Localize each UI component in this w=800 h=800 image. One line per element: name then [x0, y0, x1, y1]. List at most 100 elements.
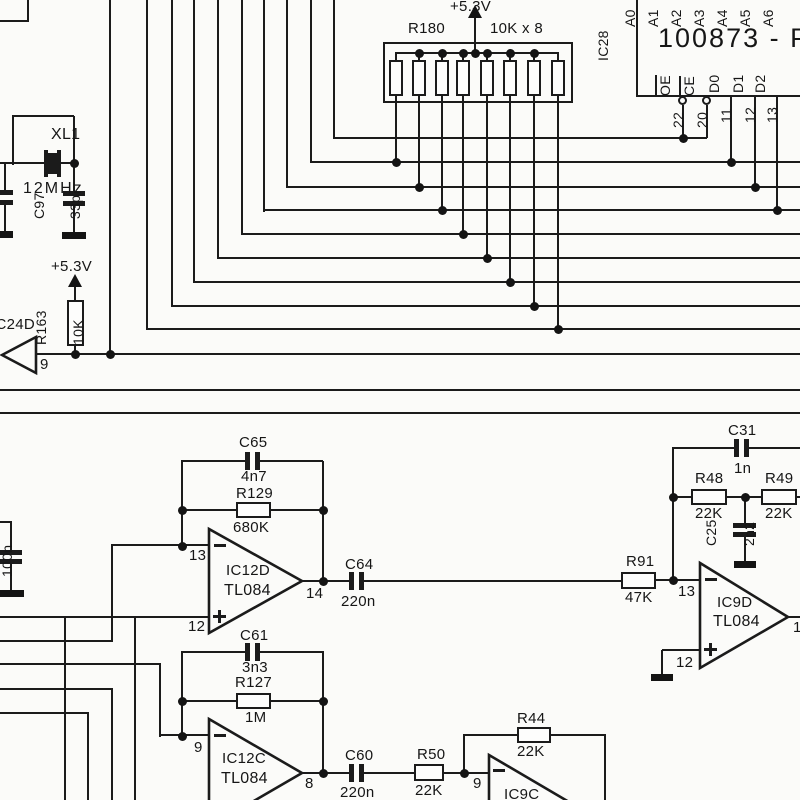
wire [0, 559, 22, 564]
wire [322, 651, 324, 774]
wire [733, 523, 756, 528]
r127-ref: R127 [235, 674, 273, 691]
junction-dot [741, 493, 750, 502]
wire [709, 643, 712, 656]
wire [0, 412, 800, 414]
ic28-pin-d0: D0 [706, 74, 722, 94]
ic28-pinnum-12: 12 [742, 106, 758, 123]
wire [73, 164, 75, 192]
c25-ref: C25 [703, 519, 719, 546]
wire [441, 54, 443, 62]
ic28-pin-a1: A1 [645, 9, 661, 27]
junction-dot [530, 49, 539, 58]
junction-dot [319, 577, 328, 586]
xtal-ref: XL1 [51, 126, 81, 143]
r129-value: 680K [233, 519, 270, 536]
wire [0, 616, 209, 618]
r91-ref: R91 [626, 553, 655, 570]
junction-dot [679, 134, 688, 143]
r163-resistor [67, 300, 84, 346]
junction-dot [483, 49, 492, 58]
wire [10, 564, 12, 592]
ic12c-inverting-mark [214, 734, 226, 737]
c61-capacitor [245, 643, 250, 661]
ic28-pinnum-20: 20 [694, 111, 710, 128]
c65-capacitor [245, 452, 250, 470]
c60-ref: C60 [345, 747, 374, 764]
ic28-pinnum-11: 11 [718, 107, 734, 123]
supply-arrow-icon [68, 274, 82, 287]
wire [63, 191, 85, 196]
junction-dot [727, 158, 736, 167]
ic28-pin-d1: D1 [730, 74, 746, 94]
wire [474, 14, 476, 54]
junction-dot [178, 732, 187, 741]
wire [661, 650, 663, 676]
ic9d-part: TL084 [713, 613, 760, 630]
wire [0, 640, 113, 642]
wire [263, 209, 800, 211]
junction-dot [319, 769, 328, 778]
wire [111, 545, 113, 642]
r49-value: 22K [765, 505, 793, 522]
r44-resistor [517, 727, 551, 743]
capacitor-gap [354, 572, 359, 590]
r48-ref: R48 [695, 470, 724, 487]
supply-arrow-icon [468, 5, 482, 18]
wire [322, 461, 324, 583]
ic9c-pin-inv: 9 [473, 775, 482, 792]
input-cap-value: 100n [0, 544, 15, 577]
wire [462, 95, 464, 103]
c31-capacitor [734, 439, 739, 457]
wire [557, 95, 559, 103]
r50-value: 22K [415, 782, 443, 799]
wire [0, 550, 22, 555]
wire [181, 651, 183, 738]
wire [533, 95, 535, 103]
ic12d-pin-non: 12 [188, 618, 206, 635]
wire [395, 103, 397, 163]
r180-network-box [383, 42, 573, 103]
junction-dot [751, 183, 760, 192]
r44-ref: R44 [517, 710, 546, 727]
ic9d-pin-inv: 13 [678, 583, 696, 600]
wire [706, 105, 708, 138]
wire [364, 580, 621, 582]
wire [263, 0, 265, 212]
c64-ref: C64 [345, 556, 374, 573]
wire [4, 205, 6, 233]
ic9d-ref: IC9D [717, 594, 753, 611]
wire [217, 257, 800, 259]
junction-dot [415, 49, 424, 58]
wire [656, 579, 702, 581]
wire [486, 103, 488, 258]
capacitor-gap [354, 764, 359, 782]
wire [776, 97, 778, 211]
wire [171, 305, 800, 307]
wire [730, 97, 732, 163]
junction-dot [460, 769, 469, 778]
ic28-pinnum-22: 22 [670, 111, 686, 128]
wire [57, 150, 61, 177]
junction-dot [669, 576, 678, 585]
wire [754, 97, 756, 188]
wire [509, 54, 511, 62]
wire [359, 572, 364, 590]
wire [509, 103, 511, 282]
wire [418, 103, 420, 188]
wire [61, 162, 74, 164]
wire [218, 610, 221, 623]
wire [486, 95, 488, 103]
r180-element-3 [435, 60, 449, 96]
ic28-pin-d2: D2 [752, 74, 768, 94]
wire [73, 206, 75, 234]
r129-ref: R129 [236, 485, 274, 502]
wire [364, 772, 414, 774]
junction-dot [319, 697, 328, 706]
ic9d-pin-non: 12 [676, 654, 694, 671]
wire [786, 616, 800, 618]
junction-dot [773, 206, 782, 215]
junction-dot [459, 49, 468, 58]
ic9c-opamp [487, 752, 569, 800]
wire [302, 772, 364, 774]
